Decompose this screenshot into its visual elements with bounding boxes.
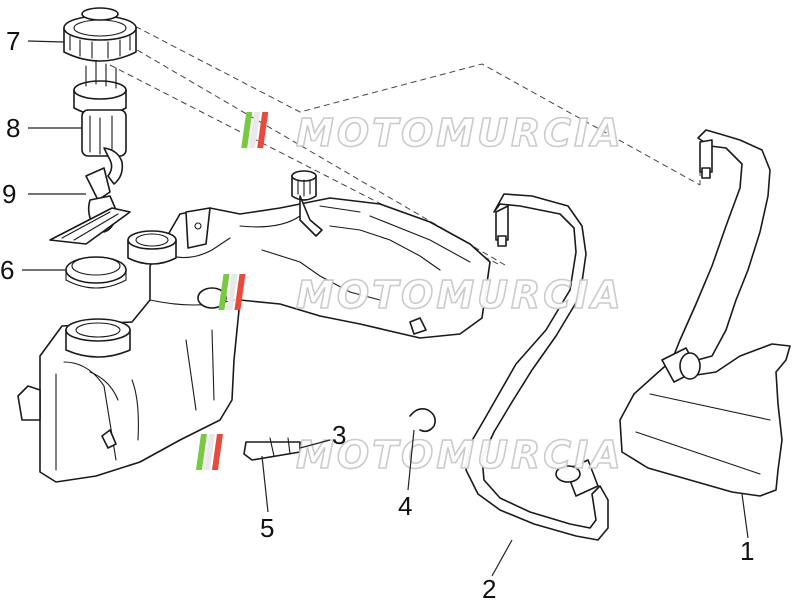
part-9-fuel-filter — [49, 167, 131, 245]
leader-lines — [22, 40, 749, 577]
callout-1: 1 — [740, 536, 754, 566]
watermark-text: MOTOMURCIA — [296, 433, 624, 477]
leader-7 — [27, 40, 65, 43]
callout-2: 2 — [482, 574, 496, 600]
part-6-gasket — [65, 256, 127, 289]
part-8-fuel-pump — [73, 61, 127, 185]
watermark-flag-white — [203, 434, 216, 470]
callout-8: 8 — [6, 113, 20, 143]
callouts: 7 8 9 6 3 4 5 2 1 — [0, 26, 754, 600]
part-1-hose — [619, 129, 791, 497]
callout-4: 4 — [398, 491, 412, 521]
watermark-flag-red — [211, 434, 224, 470]
watermark-flag-white — [249, 112, 261, 148]
watermark-flag-red — [234, 274, 246, 310]
callout-5: 5 — [260, 513, 274, 543]
leader-3 — [299, 439, 331, 449]
part-4-clip — [409, 408, 436, 433]
part-7-ring-nut — [63, 7, 137, 62]
callout-7: 7 — [6, 26, 20, 56]
fuel-tank — [17, 170, 491, 483]
watermark-flag-white — [226, 274, 238, 310]
watermark-bottom: MOTOMURCIA — [195, 432, 624, 478]
leader-5 — [261, 455, 269, 513]
part-5-bracket — [243, 437, 301, 461]
part-2-hose — [465, 193, 609, 541]
watermark-text: MOTOMURCIA — [296, 273, 624, 317]
watermark-top: MOTOMURCIA — [241, 110, 624, 156]
watermark-flag-green — [241, 112, 253, 148]
watermark-flag-green — [195, 434, 208, 470]
leader-1 — [741, 493, 749, 539]
watermark-text: MOTOMURCIA — [296, 111, 624, 155]
leader-4 — [407, 429, 415, 491]
watermark-flag-red — [257, 112, 269, 148]
watermark-flag-green — [218, 274, 230, 310]
leader-2 — [491, 539, 513, 577]
watermark-middle: MOTOMURCIA — [218, 272, 624, 318]
callout-6: 6 — [0, 255, 14, 285]
callout-9: 9 — [2, 179, 16, 209]
callout-3: 3 — [332, 420, 346, 450]
